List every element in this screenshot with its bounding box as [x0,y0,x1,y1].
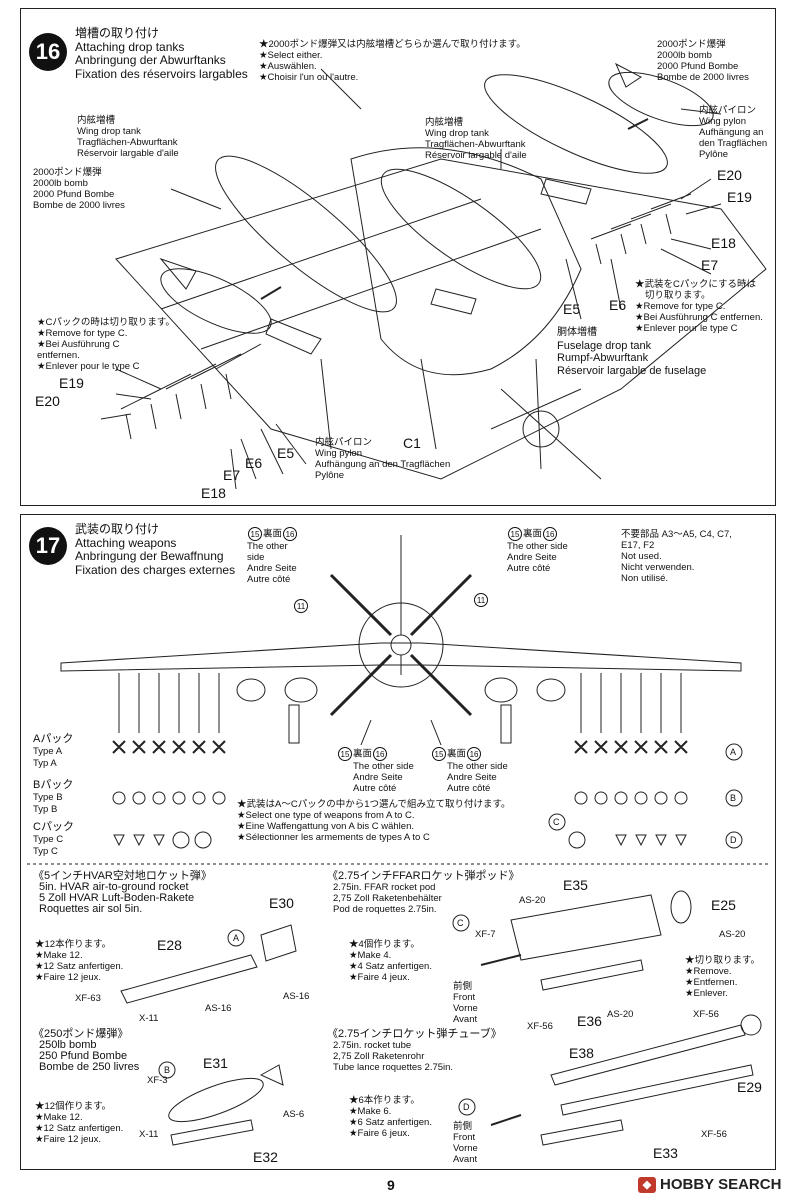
part-e7-right: E7 [701,257,719,273]
rocket-tube-cut-note: ★切り取ります。 ★Remove. ★Entfernen. ★Enlever. [685,955,761,999]
paint-xf7: XF-7 [475,929,496,940]
mark-d: D [730,835,737,845]
type-c-label: Cパック Type C Typ C [33,821,74,857]
rocket-tube-section: 《2.75インチロケット弾チューブ》 2.75in. rocket tube 2… [327,1028,502,1074]
part-e5-right: E5 [563,301,581,317]
part-e19-left: E19 [59,375,84,391]
part-e18-right: E18 [711,235,736,251]
paint-xf56-b: XF-56 [693,1009,719,1020]
type-a-label: Aパック Type A Typ A [33,733,74,769]
paint-xf56-c: XF-56 [701,1129,727,1140]
mark-b: B [730,793,737,803]
drop-tank-assembly-drawing [100,62,767,490]
part-e7-left: E7 [223,467,241,483]
paint-x11-bomb: X-11 [139,1129,159,1140]
part-c1: C1 [403,435,421,451]
bomb250-section: 《250ポンド爆弾》 250lb bomb 250 Pfund Bombe Bo… [33,1028,140,1073]
hvar-section: 《5インチHVAR空対地ロケット弾》 5in. HVAR air-to-grou… [33,870,212,915]
weapons-assembly-drawing [27,535,771,1146]
paint-as20-b: AS-20 [719,929,746,940]
rocket-tube-mark: D [463,1102,470,1112]
paint-as20-a: AS-20 [519,895,546,906]
ffar-pod-make-note: ★4個作ります。 ★Make 4. ★4 Satz anfertigen. ★F… [349,939,432,983]
type-b-label: Bパック Type B Typ B [33,779,74,815]
hvar-make-note: ★12本作ります。 ★Make 12. ★12 Satz anfertigen.… [35,939,124,983]
ffar-pod-section: 《2.75インチFFARロケット弾ポッド》 2.75in. FFAR rocke… [327,870,520,916]
ref-11-right: 11 [473,593,489,607]
remove-type-c-note-right: ★武装をCパックにする時は 切り取ります。 ★Remove for type C… [635,279,763,334]
step-17-panel: 17 武装の取り付け Attaching weapons Anbringung … [20,514,776,1170]
paint-as16-b: AS-16 [283,991,310,1002]
select-either-note: ★2000ポンド爆弾又は内舷増槽どちらか選んで取り付けます。 ★Select e… [259,39,526,83]
rocket-tube-make-note: ★6本作ります。 ★Make 6. ★6 Satz anfertigen. ★F… [349,1095,432,1139]
step-17-title: 武装の取り付け Attaching weapons Anbringung der… [75,522,236,577]
unused-parts-note: 不要部品 A3～A5, C4, C7, E17, F2 Not used. Ni… [621,529,732,584]
part-e6-right: E6 [609,297,627,313]
part-e18-left: E18 [201,485,226,501]
ffar-pod-mark: C [457,918,464,928]
hvar-mark: A [233,933,240,943]
ref-11-left: 11 [293,599,309,613]
rocket-tube-front-label: 前側 Front Vorne Avant [453,1121,478,1165]
paint-as20-c: AS-20 [607,1009,634,1020]
part-e32: E32 [253,1149,278,1165]
paint-xf3: XF-3 [147,1075,168,1086]
mark-a: A [730,747,737,757]
remove-type-c-note-left: ★Cパックの時は切り取ります。 ★Remove for type C. ★Bei… [37,317,175,372]
step-17-number: 17 [29,527,67,565]
watermark: ◆ HOBBY SEARCH [638,1176,781,1193]
paint-as16-a: AS-16 [205,1003,232,1014]
part-e19-right: E19 [727,189,752,205]
part-e35: E35 [563,877,588,893]
paint-xf56-a: XF-56 [527,1021,553,1032]
part-e31: E31 [203,1055,228,1071]
step-16-title: 増槽の取り付け Attaching drop tanks Anbringung … [75,26,248,81]
part-e30: E30 [269,895,294,911]
paint-as6: AS-6 [283,1109,305,1120]
wing-drop-tank-label-left: 内舷増槽 Wing drop tank Tragflächen-Abwurfta… [77,115,179,159]
part-e38: E38 [569,1045,594,1061]
wing-pylon-label-right: 内舷パイロン Wing pylon Aufhängung an den Trag… [699,105,768,160]
mark-c: C [553,817,560,827]
bomb-2000-label-left: 2000ポンド爆弾 2000lb bomb 2000 Pfund Bombe B… [33,167,125,211]
part-e28: E28 [157,937,182,953]
part-e36: E36 [577,1013,602,1029]
paint-x11: X-11 [139,1013,159,1024]
wing-drop-tank-label-right: 内舷増槽 Wing drop tank Tragflächen-Abwurfta… [425,117,527,161]
part-e25: E25 [711,897,736,913]
part-e33: E33 [653,1145,678,1161]
page-number: 9 [387,1177,395,1193]
part-e6-left: E6 [245,455,263,471]
hobby-search-logo-icon: ◆ [638,1176,656,1193]
part-e20-left: E20 [35,393,60,409]
step-16-panel: 16 増槽の取り付け Attaching drop tanks Anbringu… [20,8,776,506]
part-e5-left: E5 [277,445,295,461]
part-e29: E29 [737,1079,762,1095]
part-e20-right: E20 [717,167,742,183]
bomb-2000-label-right: 2000ポンド爆弾 2000lb bomb 2000 Pfund Bombe B… [657,39,749,83]
step-16-number: 16 [29,33,67,71]
bomb250-mark: B [164,1065,171,1075]
wing-pylon-label-bottom: 内舷パイロン Wing pylon Aufhängung an den Trag… [315,437,451,481]
ffar-pod-front-label: 前側 Front Vorne Avant [453,981,478,1025]
bomb250-make-note: ★12個作ります。 ★Make 12. ★12 Satz anfertigen.… [35,1101,124,1145]
fuselage-drop-tank-label: 胴体増槽 Fuselage drop tank Rumpf-Abwurftank… [557,327,707,377]
select-weapon-type-note: ★武装はA～Cパックの中から1つ選んで組み立て取り付けます。 ★Select o… [237,799,511,843]
paint-xf63: XF-63 [75,993,101,1004]
